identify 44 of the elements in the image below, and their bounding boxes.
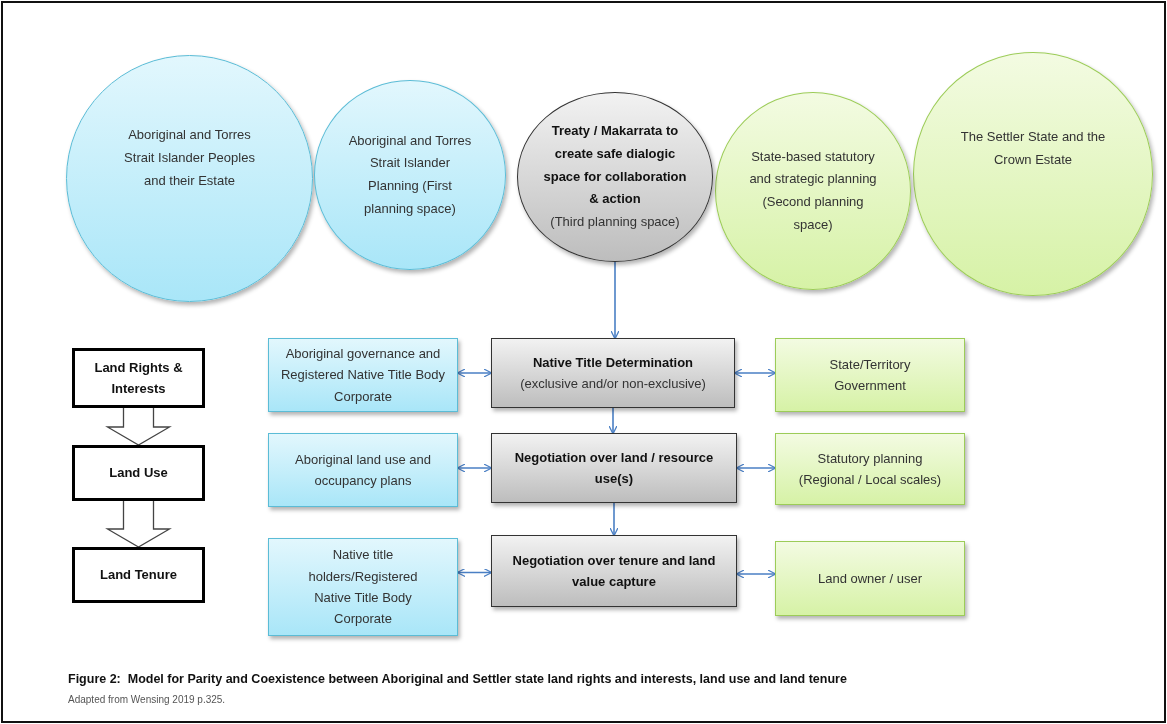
node-label: Land Use — [109, 464, 168, 483]
node-sublabel: (Third planning space) — [550, 213, 680, 232]
arrow — [456, 368, 493, 378]
node-label: Statutory planning (Regional / Local scales) — [797, 449, 943, 489]
stage-box — [72, 348, 205, 408]
stakeholder-box — [775, 433, 965, 505]
node-label: Negotiation over land / resource use(s) — [513, 448, 715, 488]
arrow — [735, 569, 777, 579]
node-label: Aboriginal and Torres Strait Islander Planning (First planning space) — [347, 131, 473, 218]
arrow — [456, 567, 493, 578]
stakeholder-box — [268, 538, 458, 636]
node-label: Negotiation over tenure and land value capture — [511, 551, 717, 591]
node-label: Aboriginal and Torres Strait Islander Peoples and their Estate — [123, 126, 256, 190]
block-arrow — [105, 407, 172, 446]
process-box — [491, 433, 737, 503]
arrow — [610, 261, 620, 340]
node-label: State/Territory Government — [828, 355, 912, 395]
stakeholder-box — [268, 433, 458, 507]
node-label: The Settler State and the Crown Estate — [959, 128, 1107, 169]
source-note: Adapted from Wensing 2019 p.325. — [68, 694, 226, 705]
node-label: Aboriginal land use and occupancy plans — [294, 450, 432, 490]
figure-caption: Figure 2: Model for Parity and Coexistence between Aboriginal and Settler state land rights and interests, land use and land tenure — [68, 672, 847, 686]
node-label: Land owner / user — [817, 569, 923, 588]
block-arrow — [105, 500, 172, 548]
arrow — [733, 368, 777, 378]
arrow — [456, 463, 493, 473]
node-sublabel: (exclusive and/or non-exclusive) — [520, 375, 706, 393]
arrow — [608, 407, 618, 435]
stage-box — [72, 547, 205, 603]
node-label: State-based statutory and strategic planning (Second planning space) — [748, 147, 878, 234]
node-label: Land Rights & Interests — [93, 358, 184, 398]
node-label: Treaty / Makarrata to create safe dialogic space for collaboration & action — [542, 122, 688, 209]
stage-box — [72, 445, 205, 501]
node-label: Native title holders/Registered Native Title Body Corporate — [307, 546, 419, 629]
stakeholder-box — [775, 541, 965, 616]
node-label: Land Tenure — [99, 566, 177, 585]
process-box — [491, 535, 737, 607]
stakeholder-box — [268, 338, 458, 412]
node-label: Aboriginal governance and Registered Native Title Body Corporate — [280, 344, 446, 406]
process-box — [491, 338, 735, 408]
node-label: Native Title Determination — [532, 353, 694, 372]
arrow — [609, 502, 619, 537]
arrow — [735, 463, 777, 473]
stakeholder-box — [775, 338, 965, 412]
